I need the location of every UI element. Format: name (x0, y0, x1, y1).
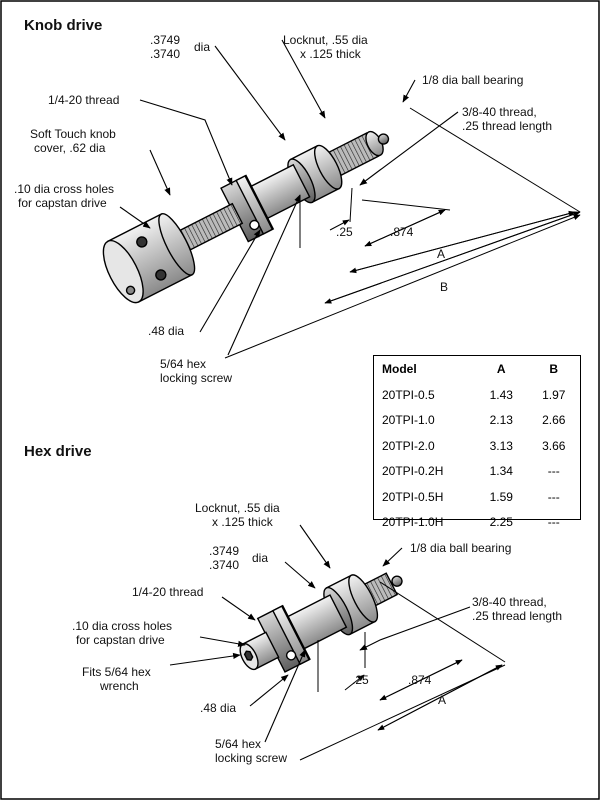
knob-fine-thread-label-1: 3/8-40 thread, (462, 105, 537, 119)
header-model: Model (382, 362, 417, 376)
hex-fine-thread-label-1: 3/8-40 thread, (472, 595, 547, 609)
hex-dia-48-label: .48 dia (200, 701, 236, 715)
hex-screw-label-2: locking screw (215, 751, 287, 765)
b-cell: --- (547, 515, 560, 530)
table-row: 20TPI-1.0H 2.25 --- (374, 510, 580, 536)
model-cell: 20TPI-0.5 (382, 387, 435, 402)
a-cell: 2.25 (489, 515, 513, 530)
cross-hole-2 (155, 269, 167, 281)
knob-dim-25: .25 (336, 225, 353, 239)
knob-fine-thread-label-2: .25 thread length (462, 119, 552, 133)
table-row: 20TPI-0.5 1.43 1.97 (374, 382, 580, 408)
hex-dia-word: dia (252, 551, 268, 565)
b-cell: 3.66 (542, 438, 566, 453)
hex-dia-lower: .3740 (209, 558, 239, 572)
hex-screw (249, 219, 260, 231)
hex-dia-upper: .3749 (209, 544, 239, 558)
hex-fine-thread-label-2: .25 thread length (472, 609, 562, 623)
knob-ball-bearing-label: 1/8 dia ball bearing (422, 73, 523, 87)
header-a: A (496, 362, 506, 376)
knob-hex-screw-label-2: locking screw (160, 371, 232, 385)
table-header-row: Model A B (374, 356, 580, 382)
a-cell: 1.59 (489, 489, 513, 504)
hex-drive-title: Hex drive (24, 443, 92, 460)
model-cell: 20TPI-1.0 (382, 413, 435, 428)
a-cell: 1.43 (489, 387, 513, 402)
b-cell: 2.66 (542, 413, 566, 428)
hex-ball-bearing-label: 1/8 dia ball bearing (410, 541, 511, 555)
hex-screw-label-1: 5/64 hex (215, 737, 261, 751)
hex-dim-25: .25 (352, 673, 369, 687)
knob-dia-lower: .3740 (150, 47, 180, 61)
model-dimension-table: Model A B 20TPI-0.5 1.43 1.97 20TPI-1.0 … (373, 355, 581, 529)
hex-locking-screw (285, 650, 297, 661)
knob-dim-874: .874 (390, 225, 414, 239)
table-row: 20TPI-2.0 3.13 3.66 (374, 433, 580, 459)
knob-cross-holes-label-1: .10 dia cross holes (14, 182, 114, 196)
knob-locknut-label-1: Locknut, .55 dia (283, 33, 368, 47)
hex-wrench-label-1: Fits 5/64 hex (82, 665, 151, 679)
hex-wrench-label-2: wrench (99, 679, 139, 693)
knob-dia-48-label: .48 dia (148, 324, 184, 338)
b-cell: --- (547, 489, 560, 504)
knob-dim-B: B (440, 280, 448, 294)
hex-locknut-label-1: Locknut, .55 dia (195, 501, 280, 515)
model-cell: 20TPI-0.5H (382, 489, 444, 504)
model-cell: 20TPI-0.2H (382, 464, 444, 479)
knob-dia-word: dia (194, 40, 210, 54)
table-row: 20TPI-0.5H 1.59 --- (374, 484, 580, 510)
knob-thread-1420-label: 1/4-20 thread (48, 93, 119, 107)
model-cell: 20TPI-2.0 (382, 438, 435, 453)
knob-dia-upper: .3749 (150, 33, 180, 47)
knob-drive-illustration (102, 130, 390, 304)
hex-drive-section: Hex drive (24, 443, 562, 765)
knob-cover-label-2: cover, .62 dia (34, 141, 106, 155)
model-cell: 20TPI-1.0H (382, 515, 444, 530)
a-cell: 3.13 (489, 438, 513, 453)
hex-cross-holes-label-1: .10 dia cross holes (72, 619, 172, 633)
hex-cross-holes-label-2: for capstan drive (76, 633, 165, 647)
knob-drive-title: Knob drive (24, 17, 102, 34)
knob-hex-screw-label-1: 5/64 hex (160, 357, 206, 371)
hex-dim-874: .874 (408, 673, 432, 687)
hex-drive-illustration (239, 572, 403, 673)
knob-drive-section: Knob drive (14, 17, 581, 385)
table-row: 20TPI-1.0 2.13 2.66 (374, 408, 580, 434)
hex-socket (243, 650, 254, 661)
a-cell: 1.34 (489, 464, 513, 479)
knob-dim-A: A (437, 247, 445, 261)
b-cell: --- (547, 464, 560, 479)
hex-thread-1420-label: 1/4-20 thread (132, 585, 203, 599)
header-b: B (549, 362, 559, 376)
hex-ball-bearing (391, 575, 403, 587)
hex-locknut-label-2: x .125 thick (212, 515, 274, 529)
table-row: 20TPI-0.2H 1.34 --- (374, 459, 580, 485)
b-cell: 1.97 (542, 387, 566, 402)
a-cell: 2.13 (489, 413, 513, 428)
ball-bearing (377, 133, 390, 145)
knob-cover-label-1: Soft Touch knob (30, 127, 116, 141)
knob-locknut-label-2: x .125 thick (300, 47, 362, 61)
knob-cross-holes-label-2: for capstan drive (18, 196, 107, 210)
cross-hole-1 (136, 236, 148, 248)
hex-dim-A: A (438, 693, 446, 707)
